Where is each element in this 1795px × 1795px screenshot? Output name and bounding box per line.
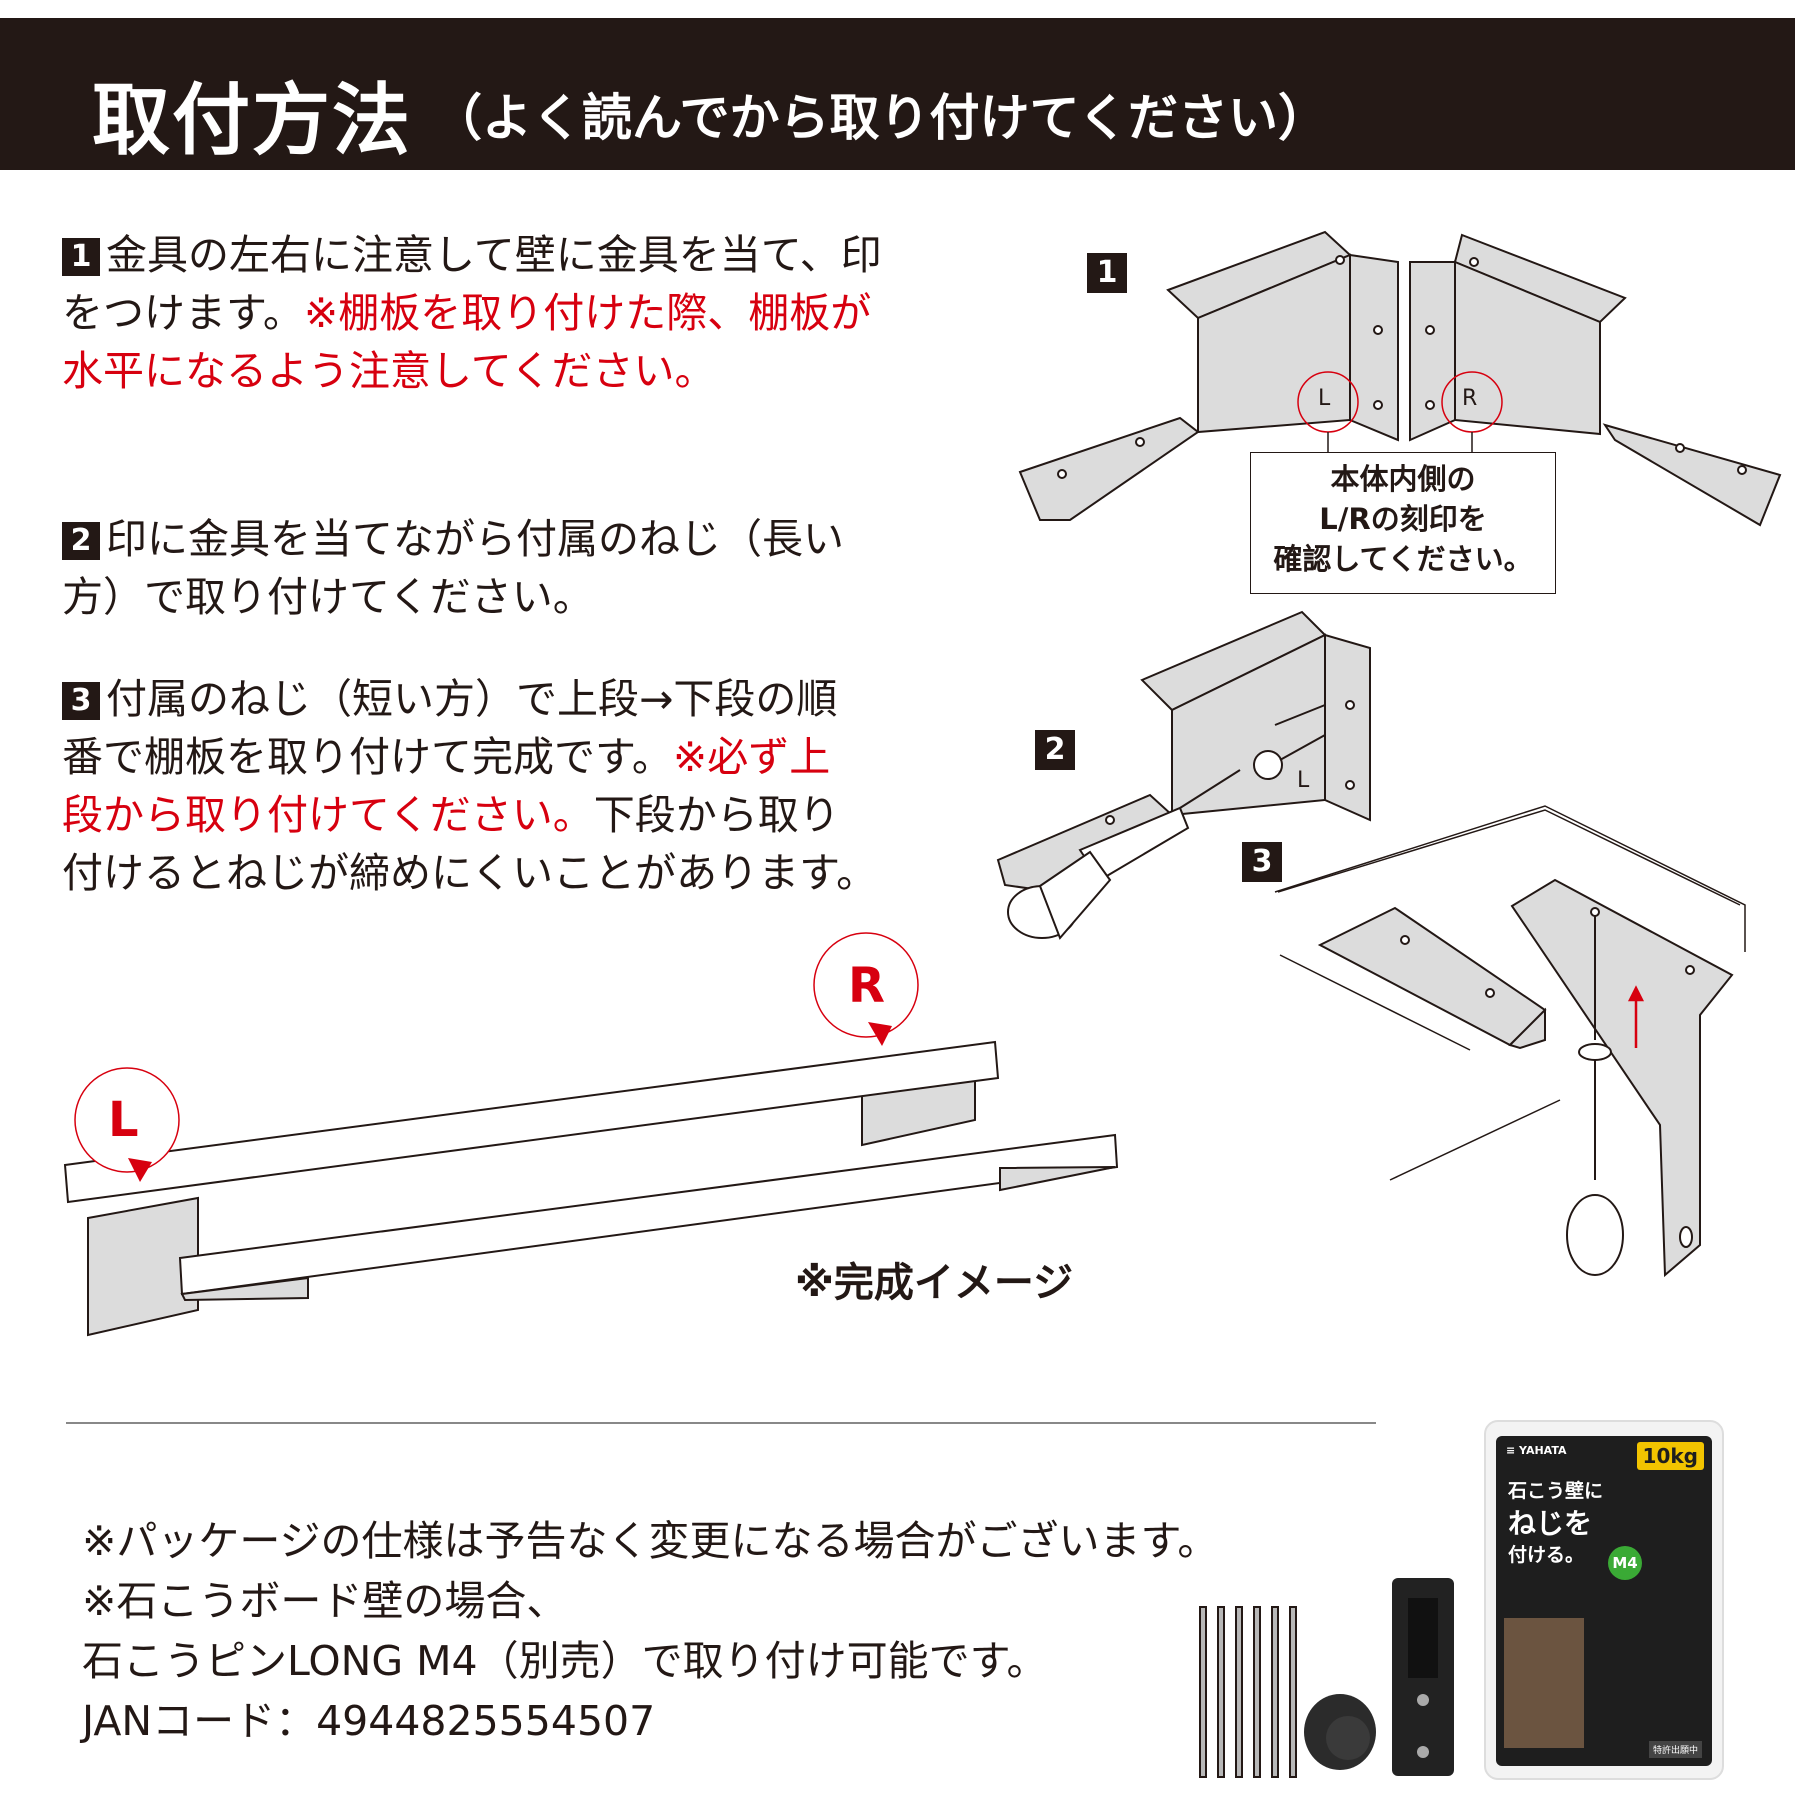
page-title: 取付方法: [92, 76, 413, 166]
completed-right-label: R: [848, 958, 885, 1014]
note-gypsum: ※石こうボード壁の場合、: [82, 1577, 568, 1625]
step-1-badge: 1: [62, 238, 100, 276]
section-divider: [66, 1422, 1376, 1424]
fig3-bracket-illustration: [1317, 878, 1734, 1278]
callout-line-2: L/Rの刻印を: [1319, 502, 1487, 536]
bracket-right-illustration: [1409, 233, 1782, 527]
step-1-line1: 金具の左右に注意して壁に金具を当て、印: [106, 231, 882, 279]
callout-line-1: 本体内側の: [1330, 462, 1476, 496]
step-2-line2: 方）で取り付けてください。: [62, 573, 594, 621]
cap-icon: [1304, 1694, 1376, 1770]
package-brand: ≡ YAHATA: [1506, 1444, 1567, 1457]
package-card: ≡ YAHATA 10kg 石こう壁に ねじを 付ける。 M4 特許出願中: [1496, 1436, 1712, 1766]
figure-2-badge: 2: [1035, 730, 1075, 770]
package-title-2: ねじを: [1508, 1507, 1593, 1540]
pin-left-icon: [74, 1067, 180, 1182]
step-1-warning: ※棚板を取り付けた際、棚板が: [303, 289, 872, 337]
package-photo: [1504, 1618, 1584, 1748]
pin-right-icon: [813, 932, 919, 1046]
step-1-warning-cont: 水平になるよう注意してください。: [62, 347, 716, 395]
step-3-warning-cont: 段から取り付けてください。: [62, 791, 594, 839]
step-3-line4: 付けるとねじが締めにくいことがあります。: [62, 849, 878, 897]
step-3-badge: 3: [62, 682, 100, 720]
callout-line-3: 確認してください。: [1273, 542, 1533, 576]
completed-left-label: L: [108, 1092, 139, 1148]
completed-shelf-illustration: [63, 1040, 1119, 1337]
header-banner: 取付方法 （よく読んでから取り付けてください）: [0, 18, 1795, 170]
step-1-line2: をつけます。: [62, 289, 304, 337]
figure-1-badge: 1: [1087, 253, 1127, 293]
step-3-warning: ※必ず上: [672, 733, 831, 781]
fig2-bracket-illustration: [996, 610, 1371, 892]
lr-mark-circles: [1297, 371, 1503, 452]
step-3-line1: 付属のねじ（短い方）で上段→下段の順: [106, 675, 838, 723]
figure-3-badge: 3: [1242, 842, 1282, 882]
fig3-ceiling-illustration: [1274, 805, 1746, 1181]
package-load-badge: 10kg: [1636, 1442, 1704, 1470]
jan-code: JANコード：4944825554507: [82, 1697, 656, 1745]
fig3-screw-icon: [1566, 915, 1624, 1276]
package-image: ≡ YAHATA 10kg 石こう壁に ねじを 付ける。 M4 特許出願中: [1484, 1420, 1724, 1780]
note-pin-long: 石こうピンLONG M4（別売）で取り付け可能です。: [82, 1637, 1048, 1685]
page-subtitle: （よく読んでから取り付けてください）: [432, 89, 1328, 147]
step-3-line2: 番で棚板を取り付けて完成です。: [62, 733, 673, 781]
anchor-plate-icon: [1392, 1578, 1454, 1776]
up-arrow-icon: [1627, 985, 1645, 1048]
pins-icon: [1199, 1606, 1297, 1778]
step-2-line1: 印に金具を当てながら付属のねじ（長い: [106, 515, 844, 563]
screw-icon: [1253, 704, 1326, 780]
package-title-1: 石こう壁に: [1508, 1480, 1604, 1502]
completed-caption: ※完成イメージ: [795, 1260, 1074, 1306]
fig2-mark: L: [1297, 768, 1310, 793]
package-size-badge: M4: [1608, 1546, 1642, 1580]
step-2-badge: 2: [62, 522, 100, 560]
lr-check-callout: 本体内側の L/Rの刻印を 確認してください。: [1250, 452, 1556, 594]
package-title-3: 付ける。: [1508, 1544, 1585, 1566]
bracket-left-illustration: [1018, 230, 1399, 521]
right-mark: R: [1462, 386, 1478, 411]
screwdriver-icon: [1007, 769, 1241, 940]
left-mark: L: [1318, 386, 1331, 411]
note-package: ※パッケージの仕様は予告なく変更になる場合がございます。: [82, 1517, 1219, 1565]
package-patent: 特許出願中: [1648, 1741, 1702, 1758]
step-3-line3: 下段から取り: [593, 791, 840, 839]
